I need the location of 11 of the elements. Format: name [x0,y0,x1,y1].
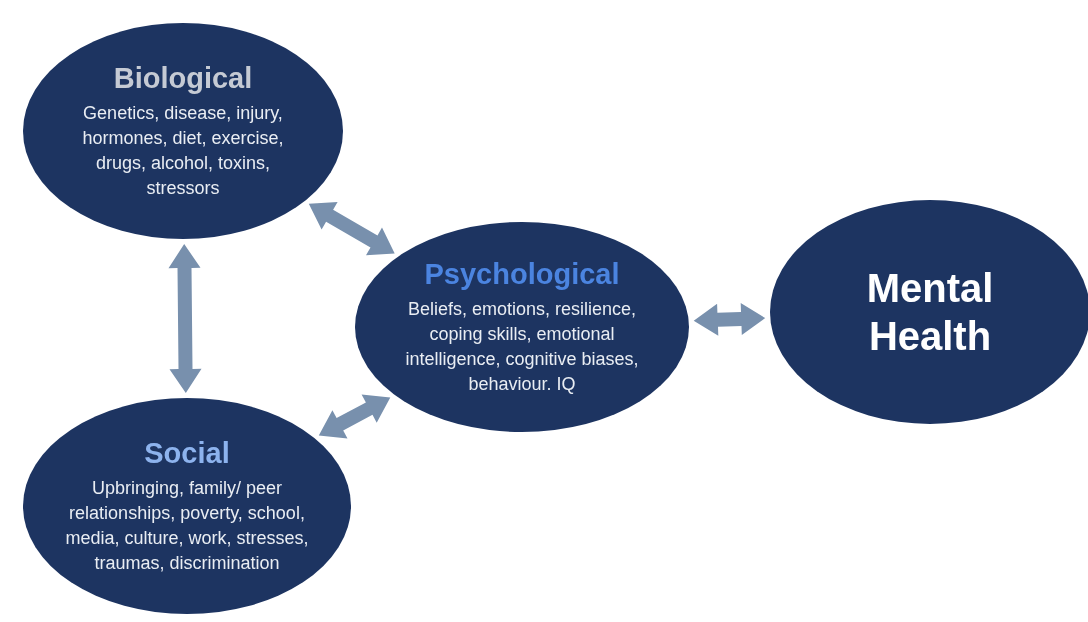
node-title: Psychological [424,257,620,291]
node-description: Upbringing, family/ peer relationships, poverty, school, media, culture, work, stresses, traumas, discrimination [64,476,310,575]
double-arrow [693,303,766,336]
node-description: Genetics, disease, injury, hormones, diet, exercise, drugs, alcohol, toxins, stressors [81,101,285,200]
double-arrow [308,201,395,256]
double-arrow [318,394,391,439]
node-title: Mental Health [865,265,995,360]
node-title: Social [144,436,230,470]
double-arrow [168,244,202,393]
node-description: Beliefs, emotions, resilience, coping skills, emotional intelligence, cognitive biases, behaviour. IQ [404,297,640,396]
node-title: Biological [113,61,253,95]
